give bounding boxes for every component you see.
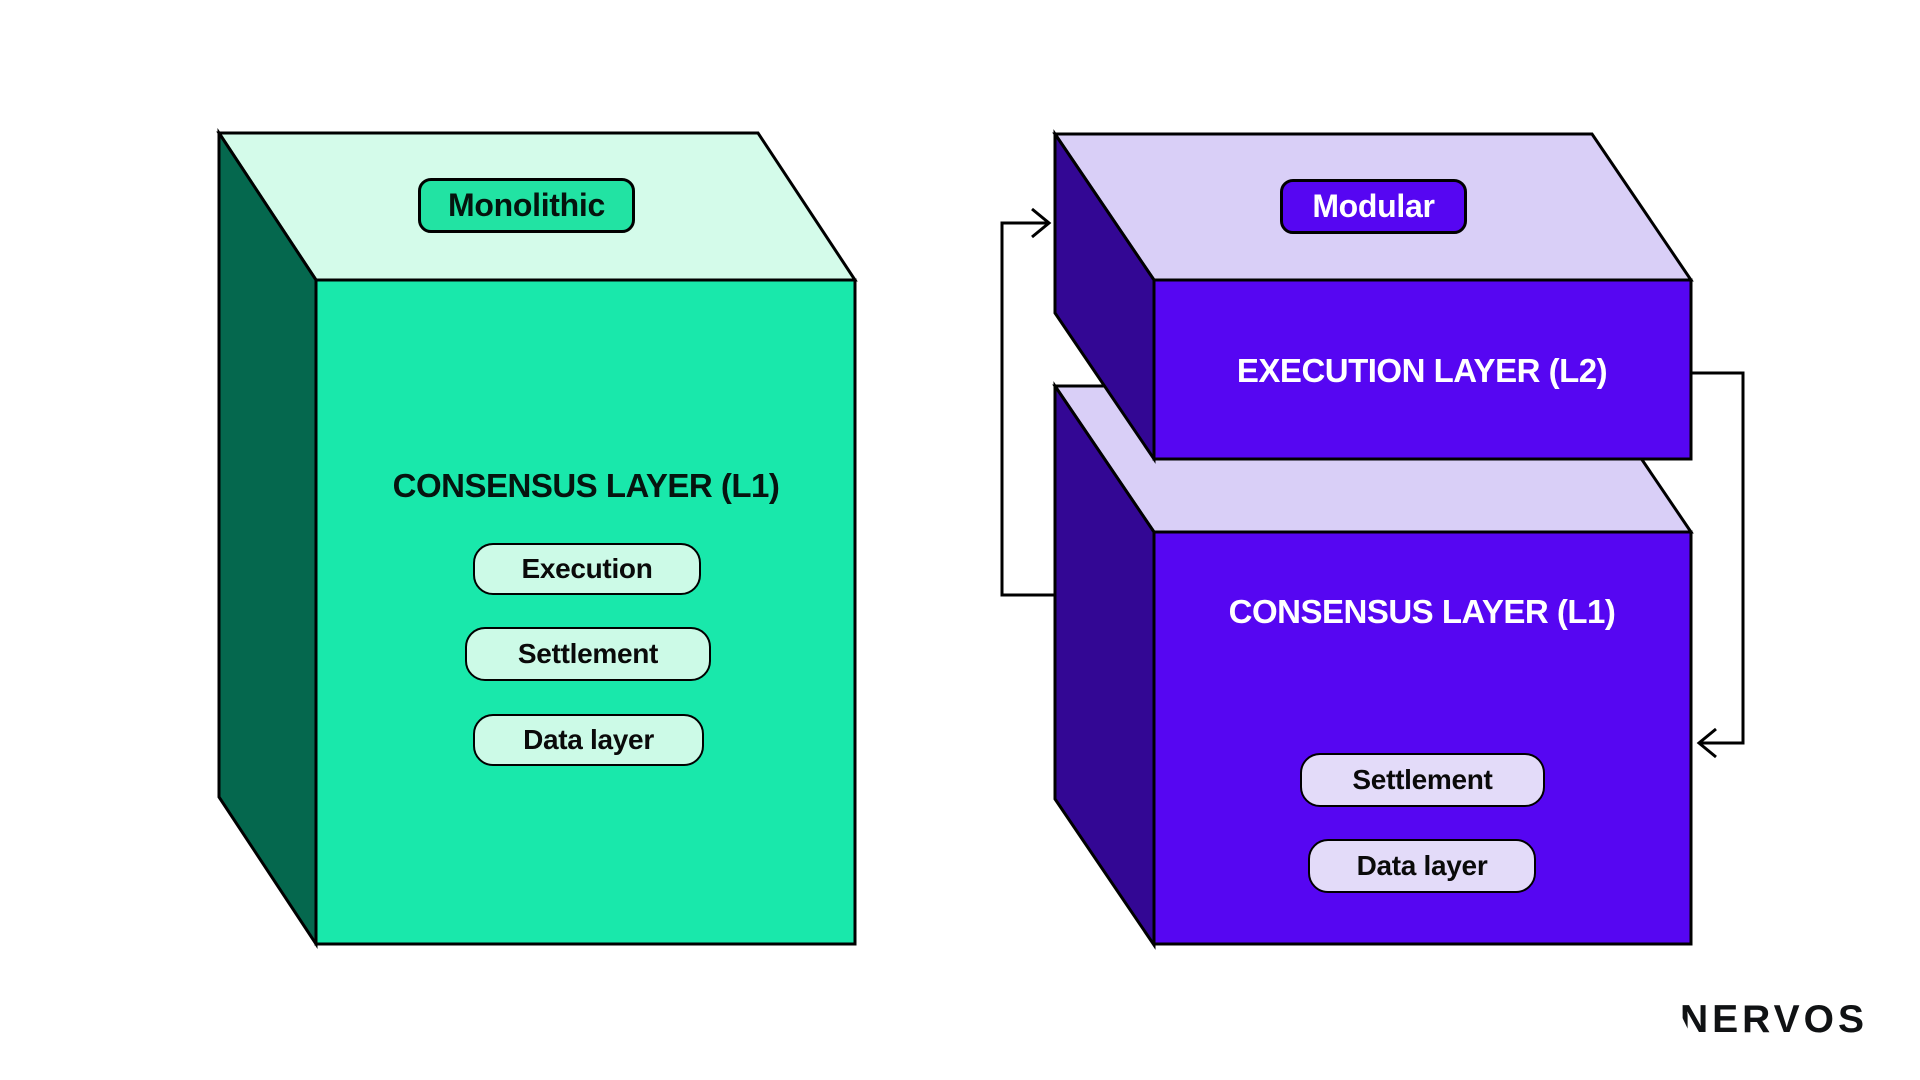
- arrow-head-left-icon: [1696, 727, 1717, 759]
- pill-execution: Execution: [473, 543, 701, 595]
- nervos-logo: NERVOS: [1680, 998, 1868, 1041]
- arrow-consensus-to-execution: [1000, 221, 1055, 597]
- monolithic-consensus-title: CONSENSUS LAYER (L1): [392, 467, 780, 504]
- arrow-execution-to-consensus: [1691, 371, 1745, 745]
- pill-settlement-modular: Settlement: [1300, 753, 1545, 807]
- modular-consensus-title: CONSENSUS LAYER (L1): [1228, 593, 1616, 630]
- pill-data-layer-modular: Data layer: [1308, 839, 1536, 893]
- execution-front-face: [1152, 278, 1693, 461]
- modular-execution-title: EXECUTION LAYER (L2): [1236, 352, 1608, 389]
- modular-execution-box: [1052, 129, 1694, 464]
- modular-badge: Modular: [1280, 179, 1467, 234]
- flow-arrows: [1000, 207, 1745, 759]
- pill-settlement-monolithic: Settlement: [465, 627, 711, 681]
- monolithic-badge: Monolithic: [418, 178, 635, 233]
- monolithic-box: [216, 128, 858, 949]
- pill-data-layer-monolithic: Data layer: [473, 714, 704, 766]
- arrow-head-right-icon: [1031, 207, 1052, 239]
- monolithic-front-face: [314, 278, 857, 946]
